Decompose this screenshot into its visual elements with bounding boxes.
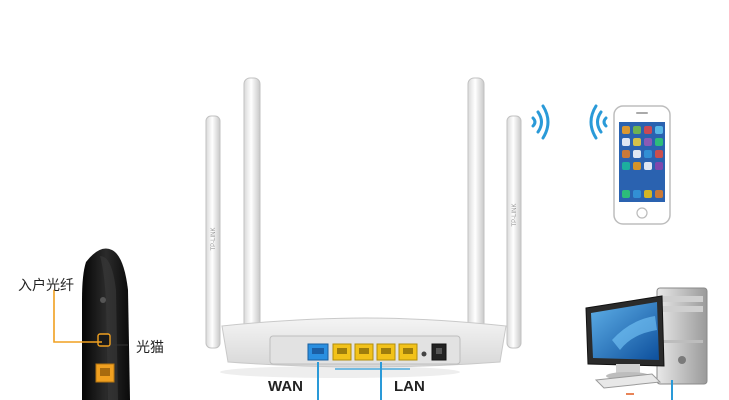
router-icon (205, 77, 522, 378)
lan-ports (332, 343, 418, 361)
router-antenna-left-outer (205, 115, 221, 349)
smartphone-icon (613, 105, 671, 225)
optical-modem-icon (82, 248, 130, 400)
router-antenna-left-inner (243, 77, 261, 351)
desktop-computer-icon (585, 287, 708, 389)
wifi-signal-icon (589, 104, 608, 140)
wan-port (307, 343, 329, 361)
fiber-in-label: 入户光纤 (18, 278, 74, 294)
router-antenna-right-inner (467, 77, 485, 351)
lan-label: LAN (394, 378, 425, 395)
modem-label: 光猫 (136, 340, 164, 356)
wifi-signal-icon (531, 104, 550, 140)
wan-label: WAN (268, 378, 303, 395)
router-antenna-right-outer (506, 115, 522, 349)
router-brand-text: TP-LINK (211, 227, 217, 251)
router-brand-text: TP-LINK (512, 203, 518, 227)
